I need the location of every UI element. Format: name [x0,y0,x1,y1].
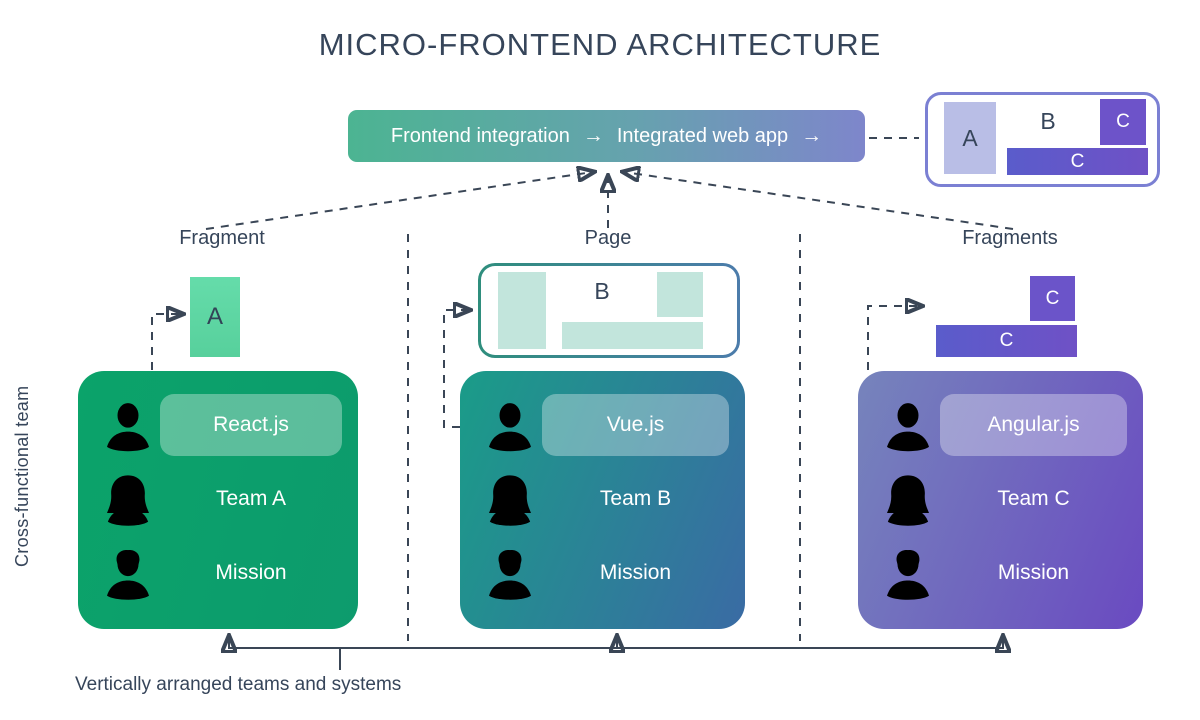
dashed-elbow-team-c-to-fragments [867,306,921,370]
team-label: Team B [599,487,672,510]
fragment-a-block: A [190,277,240,357]
man-icon [107,550,149,600]
preview-fragment-c-wide: C [1007,148,1148,175]
preview-fragment-a: A [944,102,996,174]
preview-fragment-c-small: C [1100,99,1146,145]
person-icon [489,403,531,452]
man-icon [887,550,929,600]
team-label: Team A [215,487,287,510]
page-tile-bottom [562,322,703,349]
column-heading-fragment: Fragment [179,227,265,249]
card-row-team: Team A [100,468,342,530]
team-label: Team C [997,487,1070,510]
person-icon [107,403,149,452]
page-tile-left [498,272,546,349]
fragment-c-small-block: C [1030,276,1075,321]
team-card-c: Angular.js Team C Mission [858,371,1143,629]
framework-label: Vue.js [606,413,665,436]
man-icon [489,550,531,600]
preview-page-b-label: B [1040,108,1056,134]
page-preview-inner: B [481,266,737,355]
column-heading-page: Page [584,227,632,249]
banner-step-integrated-web-app: Integrated web app [616,124,789,147]
card-row-framework: Vue.js [482,394,729,456]
woman-icon [489,475,531,526]
right-arrow-icon: → [801,124,823,147]
framework-label: Angular.js [987,413,1080,436]
card-row-mission: Mission [100,542,342,604]
framework-pill: React.js [160,394,342,456]
bottom-label-vertical-teams: Vertically arranged teams and systems [75,674,402,695]
dashed-arrow-fragment-to-banner [205,172,593,230]
dashed-elbow-team-a-to-fragment [151,314,182,370]
framework-label: React.js [213,413,289,436]
page-b-label: B [594,278,610,304]
integrated-app-preview: A B C C [925,92,1160,187]
mission-label: Mission [997,561,1070,584]
framework-pill: Vue.js [542,394,729,456]
card-row-team: Team B [482,468,729,530]
card-row-team: Team C [880,468,1127,530]
page-preview-box: B [478,263,740,358]
banner-step-frontend-integration: Frontend integration [390,124,570,147]
person-icon [887,403,929,452]
integration-banner: Frontend integration → Integrated web ap… [348,110,865,162]
column-heading-fragments: Fragments [962,227,1058,249]
right-arrow-icon: → [582,124,604,147]
mission-label: Mission [599,561,672,584]
card-row-framework: React.js [100,394,342,456]
framework-pill: Angular.js [940,394,1127,456]
woman-icon [887,475,929,526]
card-row-mission: Mission [880,542,1127,604]
card-row-mission: Mission [482,542,729,604]
page-tile-top-right [657,272,703,317]
team-card-a: React.js Team A Mission [78,371,358,629]
mission-label: Mission [215,561,287,584]
woman-icon [107,475,149,526]
fragment-c-wide-block: C [936,325,1077,357]
side-label-cross-functional-team: Cross-functional team [12,385,32,567]
page-title: MICRO-FRONTEND ARCHITECTURE [318,27,882,62]
team-card-b: Vue.js Team B Mission [460,371,745,629]
card-row-framework: Angular.js [880,394,1127,456]
